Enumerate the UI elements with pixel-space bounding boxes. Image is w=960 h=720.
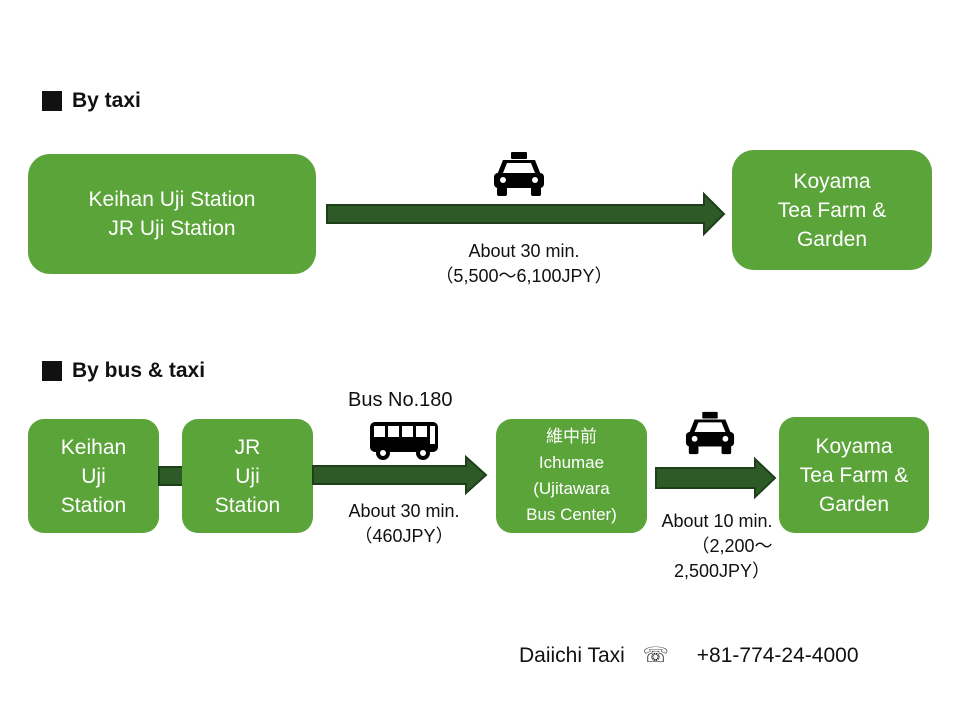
square-bullet-icon xyxy=(42,361,62,381)
stop2-line-2: Uji xyxy=(235,464,260,488)
taxi-destination-line-1: Koyama xyxy=(793,169,871,193)
taxi-origin-box: Keihan Uji Station JR Uji Station xyxy=(28,154,316,274)
taxi2-fare-line-2: 2,500JPY） xyxy=(673,561,771,581)
taxi-destination-box: Koyama Tea Farm & Garden xyxy=(732,150,932,270)
stop3-line-4: Bus Center) xyxy=(526,505,617,524)
bus-section-heading: By bus & taxi xyxy=(42,359,205,383)
square-bullet-icon xyxy=(42,91,62,111)
taxi-section-heading: By taxi xyxy=(42,89,141,113)
jr-uji-station-box: JR Uji Station xyxy=(182,419,313,533)
taxi-section-heading-text: By taxi xyxy=(72,89,141,112)
taxi2-fare-line-1: （2,200～ xyxy=(691,536,773,556)
bus-destination-line-2: Tea Farm & xyxy=(799,463,909,487)
taxi-company-name: Daiichi Taxi xyxy=(519,644,625,667)
contact-footer: Daiichi Taxi ☏ +81-774-24-4000 xyxy=(519,643,859,668)
stop3-line-2: Ichumae xyxy=(538,453,605,472)
stop2-line-1: JR xyxy=(234,435,261,459)
taxi-destination-line-2: Tea Farm & xyxy=(777,198,887,222)
taxi-route-caption: About 30 min. （5,500～6,100JPY） xyxy=(414,239,634,289)
bus-section-heading-text: By bus & taxi xyxy=(72,359,206,382)
bus-destination-box: Koyama Tea Farm & Garden xyxy=(779,417,929,533)
stop1-line-2: Uji xyxy=(81,464,106,488)
stop3-line-1: 維中前 xyxy=(546,427,597,446)
connector-bar xyxy=(158,466,184,486)
bus-route-duration: About 30 min. xyxy=(348,501,460,521)
stop3-line-3: (Ujitawara xyxy=(533,479,610,498)
taxi-route-caption-2: About 10 min. （2,200～ 2,500JPY） xyxy=(646,509,788,584)
taxi-route-arrow-2 xyxy=(655,456,777,500)
bus-route-fare: （460JPY） xyxy=(354,526,454,546)
bus-destination-line-3: Garden xyxy=(818,492,890,516)
ichumae-bus-center-box: 維中前 Ichumae (Ujitawara Bus Center) xyxy=(496,419,647,533)
taxi-route-fare: （5,500～6,100JPY） xyxy=(435,266,613,286)
stop1-line-1: Keihan xyxy=(60,435,127,459)
bus-route-caption: About 30 min. （460JPY） xyxy=(324,499,484,549)
bus-destination-line-1: Koyama xyxy=(815,434,893,458)
keihan-uji-station-box: Keihan Uji Station xyxy=(28,419,159,533)
taxi-route-duration: About 30 min. xyxy=(468,241,580,261)
taxi-origin-line-2: JR Uji Station xyxy=(108,217,236,240)
taxi-icon-2 xyxy=(685,411,735,455)
taxi-destination-line-3: Garden xyxy=(796,227,868,251)
stop1-line-3: Station xyxy=(60,493,127,517)
taxi-origin-line-1: Keihan Uji Station xyxy=(88,188,256,211)
bus-number-label: Bus No.180 xyxy=(348,389,453,411)
taxi-route-arrow xyxy=(326,191,726,237)
bus-route-arrow xyxy=(312,454,488,496)
phone-number: +81-774-24-4000 xyxy=(696,644,859,667)
taxi2-duration: About 10 min. xyxy=(661,511,773,531)
taxi-icon xyxy=(494,152,544,196)
bus-icon xyxy=(370,422,438,460)
stop2-line-3: Station xyxy=(214,493,281,517)
telephone-icon: ☏ xyxy=(642,644,669,667)
